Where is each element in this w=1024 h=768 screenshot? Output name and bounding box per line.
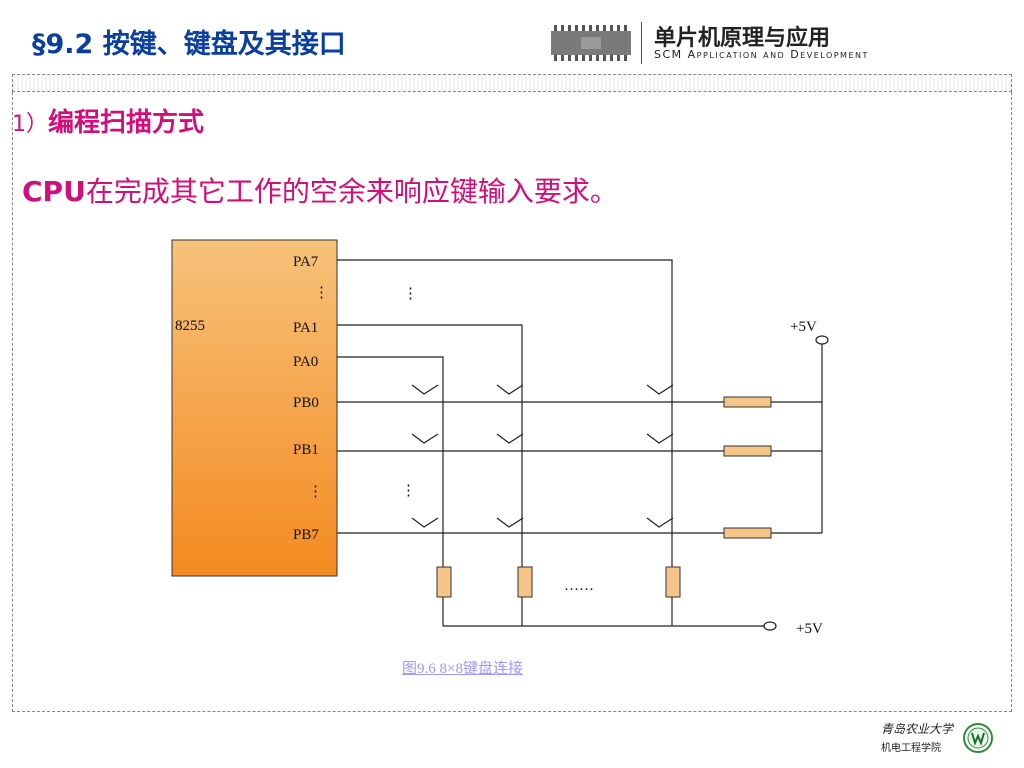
label-vcc-bottom: +5V bbox=[796, 621, 823, 637]
school-emblem-icon bbox=[963, 723, 993, 753]
brand-subtitle: SCM Application and Development bbox=[654, 48, 869, 61]
pin-pb1: PB1 bbox=[293, 442, 319, 458]
content-frame bbox=[12, 92, 1012, 712]
body-prefix: CPU bbox=[22, 175, 86, 208]
chip-label: 8255 bbox=[175, 318, 205, 334]
heading-number: 1） bbox=[12, 112, 48, 137]
vdots-a-wire: ⋮ bbox=[403, 286, 418, 302]
body-text: CPU在完成其它工作的空余来响应键输入要求。 bbox=[22, 170, 618, 210]
college-name: 机电工程学院 bbox=[881, 743, 941, 754]
school-logo-text: 青岛农业大学 机电工程学院 bbox=[881, 720, 953, 754]
vdots-b-wire: ⋮ bbox=[401, 483, 416, 499]
label-vcc-right: +5V bbox=[790, 319, 817, 335]
resistor-pa1 bbox=[517, 566, 533, 598]
terminal-vcc-bottom bbox=[763, 621, 777, 631]
chip-8255 bbox=[171, 239, 338, 577]
section-heading: 1）编程扫描方式 bbox=[12, 102, 204, 139]
wire-pa7 bbox=[337, 259, 673, 626]
section-title: §9.2 按键、键盘及其接口 bbox=[32, 29, 346, 60]
header-band bbox=[12, 74, 1012, 92]
key-switches bbox=[411, 384, 674, 528]
resistor-pa7 bbox=[665, 566, 681, 598]
figure-caption: 图9.6 8×8键盘连接 bbox=[402, 661, 523, 677]
vdots-b-chip: ⋮ bbox=[308, 484, 323, 500]
pin-pb7: PB7 bbox=[293, 527, 319, 543]
pin-pb0: PB0 bbox=[293, 395, 319, 411]
brand-title: 单片机原理与应用 bbox=[654, 25, 831, 51]
wire-pa1 bbox=[337, 324, 523, 626]
resistor-pb0 bbox=[723, 396, 772, 408]
hdots-columns: …… bbox=[564, 578, 594, 594]
chip-icon bbox=[551, 25, 631, 61]
terminal-vcc-right bbox=[815, 335, 829, 345]
pin-pa7: PA7 bbox=[293, 254, 319, 270]
resistor-pb7 bbox=[723, 527, 772, 539]
pin-pa1: PA1 bbox=[293, 320, 318, 336]
header-divider bbox=[641, 22, 642, 64]
wire-pa0 bbox=[337, 356, 444, 626]
school-name: 青岛农业大学 bbox=[881, 722, 954, 736]
heading-text: 编程扫描方式 bbox=[48, 108, 205, 138]
vdots-a-chip: ⋮ bbox=[314, 285, 329, 301]
resistor-pa0 bbox=[436, 566, 452, 598]
pin-pa0: PA0 bbox=[293, 354, 318, 370]
body-description: 在完成其它工作的空余来响应键输入要求。 bbox=[85, 175, 618, 208]
resistor-pb1 bbox=[723, 445, 772, 457]
